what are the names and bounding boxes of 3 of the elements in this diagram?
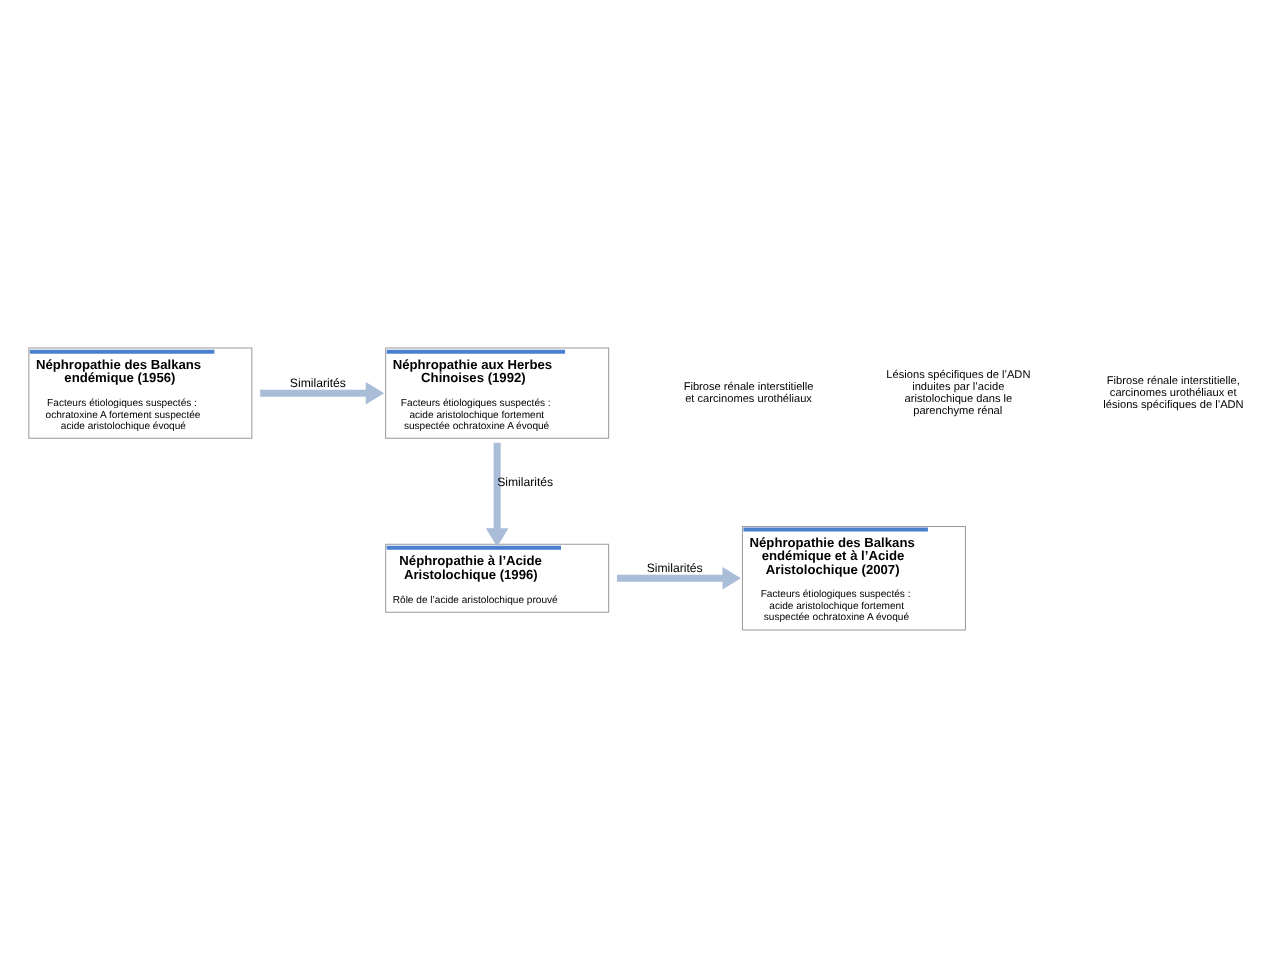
arrow	[485, 442, 509, 547]
arrow	[260, 381, 385, 405]
arrow	[616, 566, 741, 590]
